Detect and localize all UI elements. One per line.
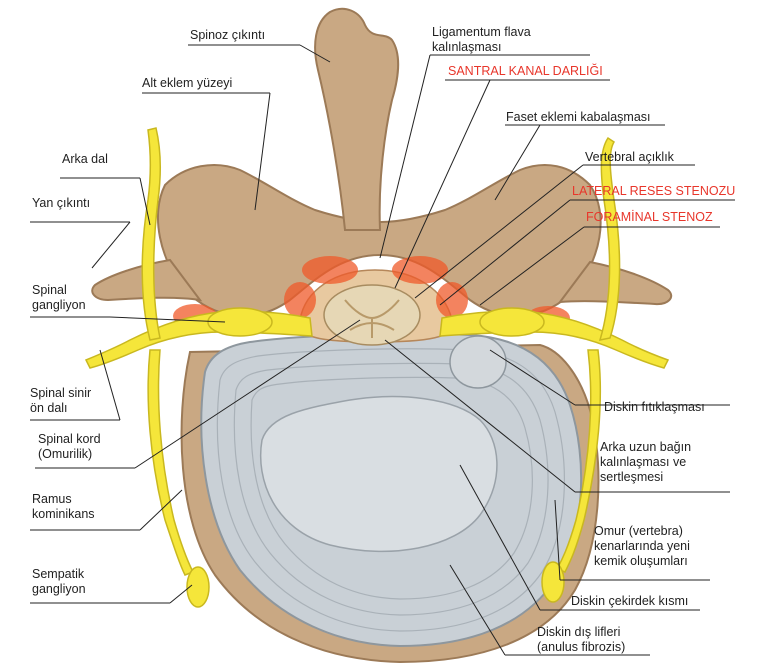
label-arka-uzun: Arka uzun bağın kalınlaşması ve sertleşm… [600, 440, 692, 484]
label-fitiklasma: Diskin fıtıklaşması [604, 400, 705, 414]
label-foraminal: FORAMİNAL STENOZ [586, 210, 713, 224]
label-ramus: Ramus kominikans [32, 492, 95, 521]
label-spinal-sinir: Spinal sinir ön dalı [30, 386, 92, 415]
label-omur: Omur (vertebra) kenarlarında yeni kemik … [594, 524, 690, 568]
label-sempatik: Sempatik gangliyon [32, 567, 86, 596]
disc-herniation [449, 335, 507, 389]
label-spinal-kord: Spinal kord (Omurilik) [38, 432, 101, 461]
label-arka-dal: Arka dal [62, 152, 108, 166]
leader-lines [30, 44, 735, 656]
label-spinal-gangliyon: Spinal gangliyon [32, 283, 86, 312]
label-alt-eklem: Alt eklem yüzeyi [142, 76, 233, 90]
spinal-ganglion-left [207, 307, 273, 337]
disc-rings [216, 348, 565, 632]
spinal-ganglion-right [479, 307, 545, 337]
disc-nucleus [259, 395, 498, 553]
label-cekirdek: Diskin çekirdek kısmı [571, 594, 689, 608]
spinal-cord [323, 284, 421, 346]
stenosis-inflammation [173, 256, 570, 330]
lamina [157, 164, 602, 317]
label-dis-lifleri: Diskin dış lifleri (anulus fibrozis) [537, 625, 626, 654]
sympathetic-ganglion-left [186, 566, 210, 608]
label-santral: SANTRAL KANAL DARLIĞI [448, 64, 603, 78]
label-ligamentum: Ligamentum flava kalınlaşması [432, 25, 531, 54]
sympathetic-ganglion-right [541, 561, 565, 603]
label-lateral: LATERAL RESES STENOZU [572, 184, 736, 198]
label-faset: Faset eklemi kabalaşması [506, 110, 651, 124]
spinal-cord-grey-matter [344, 299, 400, 338]
spinous-process [314, 7, 400, 231]
label-vertebral: Vertebral açıklık [585, 150, 674, 164]
label-yan-cikinti: Yan çıkıntı [32, 196, 91, 210]
label-spinoz: Spinoz çıkıntı [190, 28, 266, 42]
